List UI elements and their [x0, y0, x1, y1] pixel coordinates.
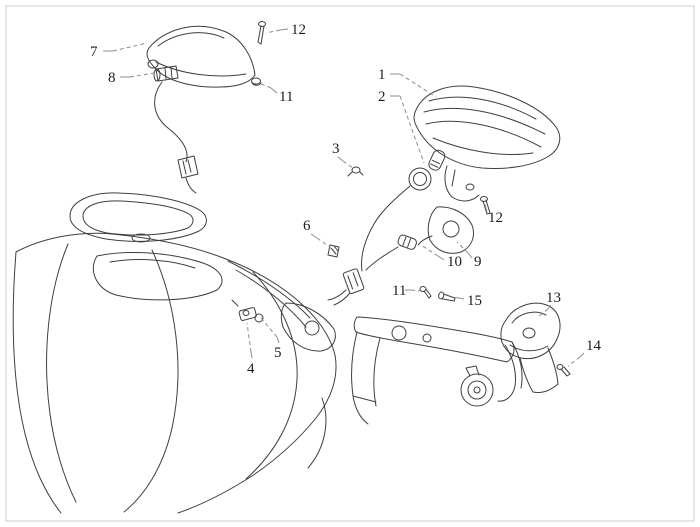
body-mount-4-5: [231, 299, 264, 323]
bulb-10: [365, 234, 417, 271]
screw-15: [438, 291, 456, 302]
diagram-linework: [12, 21, 571, 514]
leader-ticks: [103, 28, 585, 359]
callout-6: 6: [303, 218, 311, 234]
callout-7: 7: [90, 44, 98, 60]
bracket-13: [500, 302, 561, 393]
callout-12-top: 12: [291, 22, 306, 38]
callout-3: 3: [332, 141, 340, 157]
callout-14: 14: [586, 338, 602, 354]
callout-9: 9: [474, 254, 482, 270]
leader-dashes: [112, 29, 581, 367]
bolt-11-mid: [419, 286, 432, 299]
turn-signal-cable: [154, 81, 199, 194]
callout-labels: 12 7 8 11 1 2 3 12 6 10 9 11 15 13 14 4 …: [90, 22, 602, 377]
callout-5: 5: [274, 345, 282, 361]
tail-light-cable: [327, 185, 411, 306]
bulb-holder-2: [408, 149, 446, 191]
callout-10: 10: [447, 254, 462, 270]
callout-4: 4: [247, 361, 255, 377]
horn: [460, 365, 494, 407]
callout-8: 8: [108, 70, 116, 86]
license-lamp-9: [417, 206, 475, 254]
clip-11-top: [251, 77, 262, 86]
callout-12-right: 12: [488, 210, 503, 226]
rear-frame: [351, 316, 523, 425]
callout-11-top: 11: [279, 89, 293, 105]
callout-11-mid: 11: [392, 283, 406, 299]
leader-lines: [103, 28, 585, 367]
clip-3: [347, 166, 364, 177]
turn-signal-lens: [146, 25, 256, 88]
screw-top-12: [257, 21, 266, 45]
tail-light-housing: [413, 85, 561, 202]
indicator-bulb-8: [153, 65, 179, 82]
screw-right-12: [480, 196, 491, 215]
callout-15: 15: [467, 293, 482, 309]
callout-13: 13: [546, 290, 561, 306]
callout-1: 1: [378, 67, 386, 83]
scooter-body: [12, 192, 337, 514]
figure-frame: [5, 5, 695, 522]
screw-14: [556, 364, 571, 377]
clip-6: [327, 244, 340, 258]
callout-2: 2: [378, 89, 386, 105]
